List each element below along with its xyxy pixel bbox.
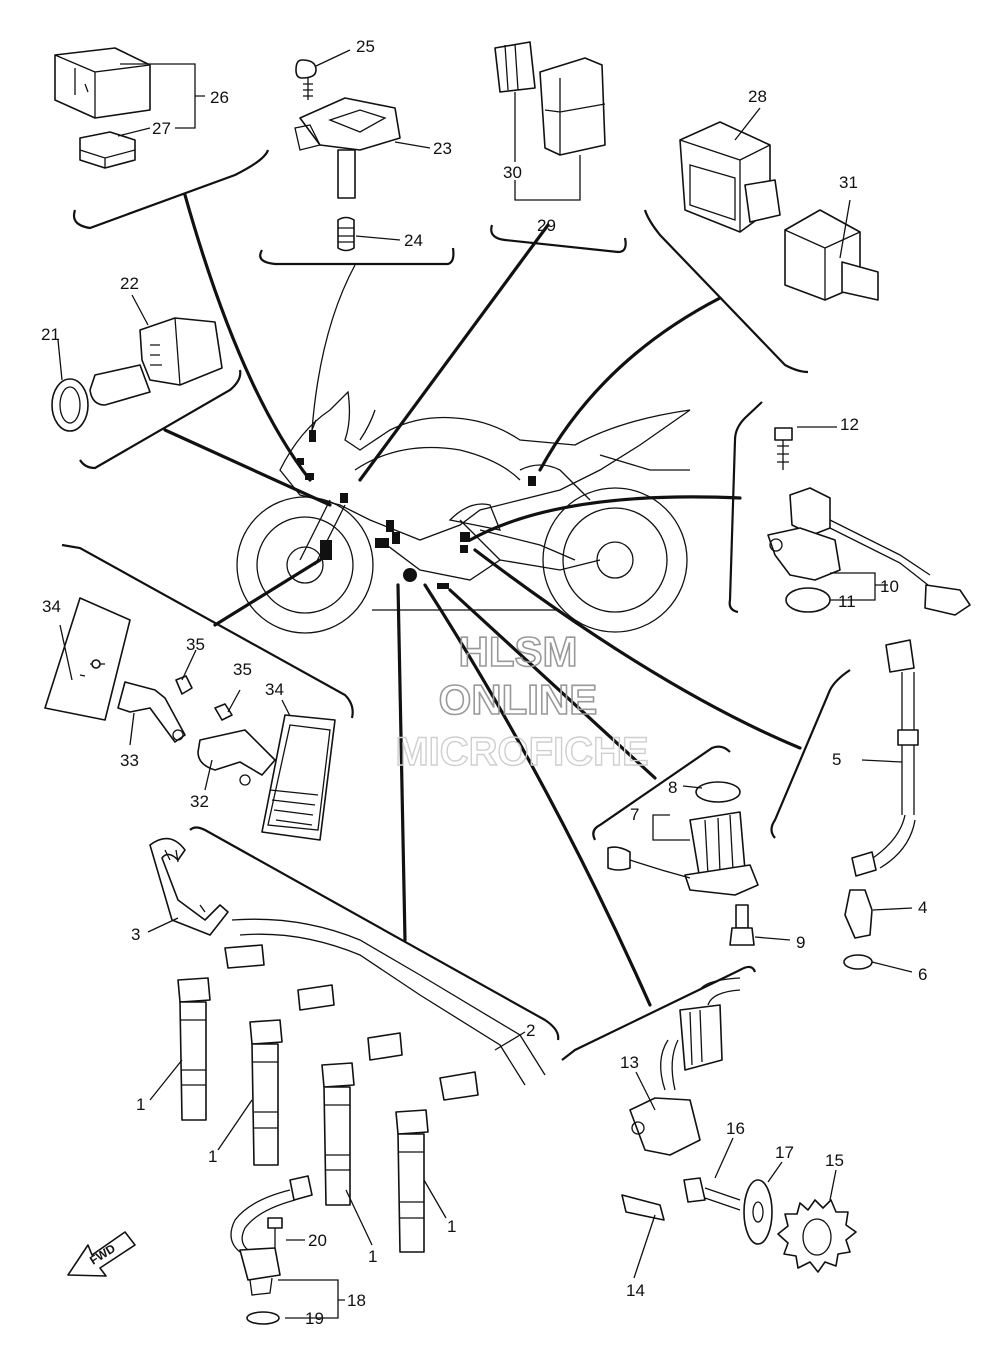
location-markers [297, 430, 536, 589]
callout-1: 1 [447, 1217, 456, 1236]
callout-23: 23 [433, 139, 452, 158]
callout-12: 12 [840, 415, 859, 434]
callout-1: 1 [368, 1247, 377, 1266]
callout-17: 17 [775, 1143, 794, 1162]
callout-25: 25 [356, 37, 375, 56]
connector-lines [163, 193, 802, 1007]
group-21-22 [51, 294, 242, 470]
callout-32: 32 [190, 792, 209, 811]
callout-14: 14 [626, 1281, 645, 1300]
callout-21: 21 [41, 325, 60, 344]
group-1-2-3 [147, 826, 560, 1253]
watermark-line-2: ONLINE [439, 676, 598, 723]
callout-35: 35 [233, 660, 252, 679]
callout-1: 1 [136, 1095, 145, 1114]
watermark: HLSM ONLINE MICROFICHE [395, 627, 650, 775]
callout-19: 19 [305, 1309, 324, 1328]
group-13-17 [561, 965, 857, 1279]
callout-11: 11 [838, 592, 856, 611]
callout-8: 8 [668, 778, 677, 797]
callout-22: 22 [120, 274, 139, 293]
watermark-line-1: HLSM [459, 628, 578, 675]
callout-26: 26 [210, 88, 229, 107]
group-28-31 [643, 107, 879, 374]
callout-35: 35 [186, 635, 205, 654]
group-18-19-20 [230, 1175, 345, 1325]
callout-9: 9 [796, 933, 805, 952]
callout-27: 27 [152, 119, 171, 138]
callout-34: 34 [42, 597, 61, 616]
callout-24: 24 [404, 231, 423, 250]
group-29-30 [490, 41, 627, 254]
callout-30: 30 [503, 163, 522, 182]
callout-33: 33 [120, 751, 139, 770]
callout-16: 16 [726, 1119, 745, 1138]
group-4-5-6 [770, 639, 919, 973]
motorcycle-outline [236, 390, 691, 634]
group-23-24-25 [259, 49, 455, 266]
callout-2: 2 [526, 1021, 535, 1040]
callout-34: 34 [265, 680, 284, 699]
callout-3: 3 [131, 925, 140, 944]
watermark-line-3: MICROFICHE [395, 730, 648, 774]
callout-1: 1 [208, 1147, 217, 1166]
callout-18: 18 [347, 1291, 366, 1310]
callout-15: 15 [825, 1151, 844, 1170]
callout-13: 13 [620, 1053, 639, 1072]
callout-10: 10 [880, 577, 899, 596]
group-7-8-9 [592, 745, 791, 946]
fwd-arrow: FWD [67, 1231, 136, 1277]
callout-4: 4 [918, 898, 927, 917]
callout-31: 31 [839, 173, 858, 192]
callout-28: 28 [748, 87, 767, 106]
group-26-27 [54, 47, 270, 230]
callout-6: 6 [918, 965, 927, 984]
callouts: 1 1 1 1 2 3 4 5 6 7 8 9 10 11 12 13 14 1… [41, 37, 927, 1328]
group-32-35 [44, 543, 354, 841]
callout-5: 5 [832, 750, 841, 769]
callout-7: 7 [630, 805, 639, 824]
callout-20: 20 [308, 1231, 327, 1250]
group-10-11-12 [728, 401, 971, 616]
callout-29: 29 [537, 216, 556, 235]
